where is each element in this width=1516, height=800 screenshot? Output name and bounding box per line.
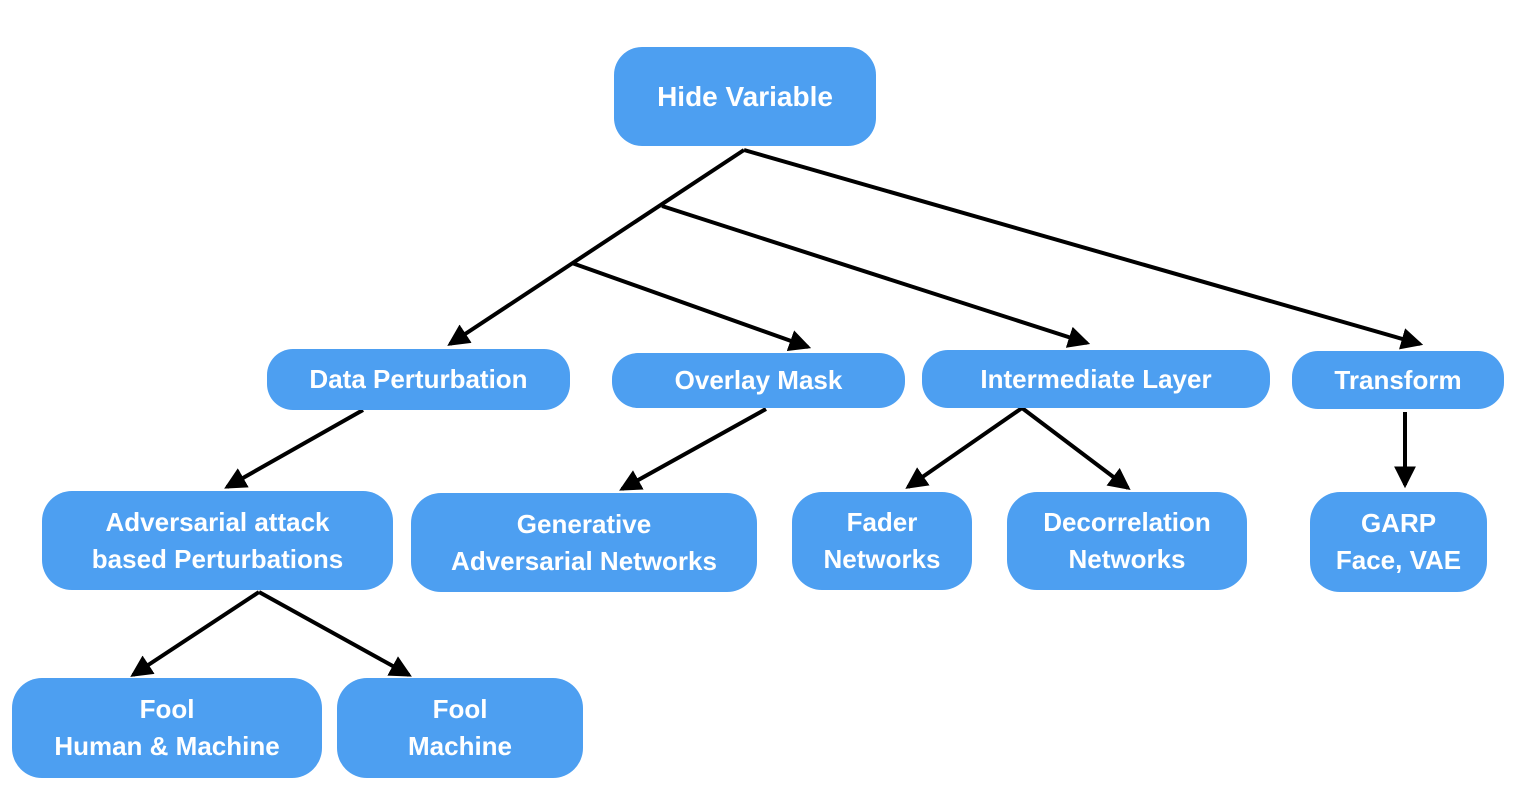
node-generative-adversarial-networks: Generative Adversarial Networks — [411, 493, 757, 592]
node-adversarial-attack-perturbations: Adversarial attack based Perturbations — [42, 491, 393, 590]
arrow-hide-to-transform — [743, 148, 1424, 350]
node-garp-face-vae: GARP Face, VAE — [1310, 492, 1487, 592]
node-decorrelation-networks: Decorrelation Networks — [1007, 492, 1247, 590]
node-transform: Transform — [1292, 351, 1504, 409]
arrow-intermediate-to-decorrelation — [1020, 406, 1131, 490]
node-fool-human-machine: Fool Human & Machine — [12, 678, 322, 778]
node-intermediate-layer: Intermediate Layer — [922, 350, 1270, 408]
arrow-hide-to-overlay-mask — [571, 261, 812, 352]
arrow-data-perturbation-to-adversarial — [224, 408, 364, 489]
arrow-overlay-mask-to-gan — [619, 407, 767, 491]
node-hide-variable: Hide Variable — [614, 47, 876, 146]
node-fool-machine: Fool Machine — [337, 678, 583, 778]
node-overlay-mask: Overlay Mask — [612, 353, 905, 408]
node-fader-networks: Fader Networks — [792, 492, 972, 590]
node-data-perturbation: Data Perturbation — [267, 349, 570, 410]
arrow-hide-to-intermediate-layer — [661, 204, 1091, 348]
arrow-adversarial-to-fool-machine — [258, 590, 412, 677]
arrow-adversarial-to-fool-human — [130, 590, 261, 677]
arrow-intermediate-to-fader — [905, 406, 1024, 489]
arrow-hide-to-data-perturbation — [447, 148, 746, 346]
